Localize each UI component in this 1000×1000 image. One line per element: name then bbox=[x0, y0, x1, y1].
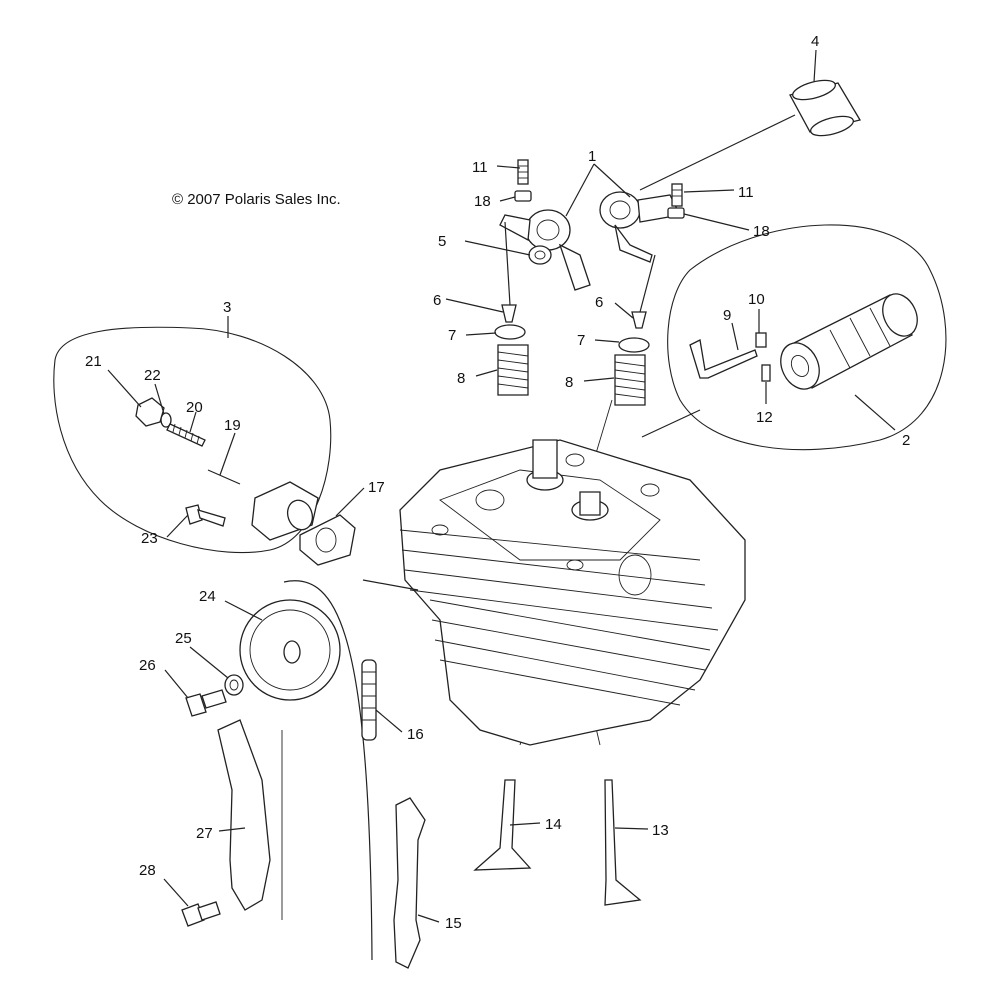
callout-21: 21 bbox=[85, 353, 102, 370]
tensioner-gasket bbox=[299, 514, 356, 566]
thrust-washer bbox=[528, 245, 552, 265]
camshaft-group-outline bbox=[667, 224, 947, 451]
callout-2: 2 bbox=[902, 432, 910, 449]
tensioner-blade bbox=[393, 797, 426, 969]
tensioner-spring bbox=[166, 423, 206, 447]
callout-22: 22 bbox=[144, 367, 161, 384]
callout-27: 27 bbox=[196, 825, 213, 842]
callout-10: 10 bbox=[748, 291, 765, 308]
chain-guide-bolt bbox=[181, 901, 221, 927]
spring-retainer-left bbox=[494, 324, 526, 340]
sprocket-bolt bbox=[185, 689, 227, 717]
rocker-shaft-pin bbox=[789, 79, 862, 137]
valve-spring-right bbox=[614, 354, 646, 406]
callout-4: 4 bbox=[811, 33, 819, 50]
callout-25: 25 bbox=[175, 630, 192, 647]
chain-guide bbox=[217, 719, 271, 911]
decompression-lever bbox=[689, 339, 758, 379]
decompression-spring bbox=[755, 332, 767, 348]
callout-14: 14 bbox=[545, 816, 562, 833]
valve-spring-left bbox=[497, 344, 529, 396]
callout-11-right: 11 bbox=[738, 184, 754, 201]
callout-20: 20 bbox=[186, 399, 203, 416]
callout-6-right: 6 bbox=[595, 294, 603, 311]
callout-26: 26 bbox=[139, 657, 156, 674]
tensioner-o-ring bbox=[160, 412, 172, 428]
rocker-arm-right bbox=[599, 191, 681, 263]
tensioner-body bbox=[251, 481, 319, 541]
callout-23: 23 bbox=[141, 530, 158, 547]
tensioner-bolt bbox=[185, 504, 226, 527]
callout-11-left: 11 bbox=[472, 159, 488, 176]
copyright-text: © 2007 Polaris Sales Inc. bbox=[172, 191, 341, 208]
cylinder-head bbox=[399, 439, 746, 746]
callout-24: 24 bbox=[199, 588, 216, 605]
callout-1: 1 bbox=[588, 148, 596, 165]
callout-17: 17 bbox=[368, 479, 385, 496]
exhaust-valve bbox=[473, 779, 532, 871]
adjusting-screw-left bbox=[517, 159, 529, 185]
callout-16: 16 bbox=[407, 726, 424, 743]
callout-19: 19 bbox=[224, 417, 241, 434]
valve-keeper-right bbox=[631, 311, 647, 329]
valve-keeper-left bbox=[501, 304, 517, 323]
callout-7-right: 7 bbox=[577, 332, 585, 349]
callout-9: 9 bbox=[723, 307, 731, 324]
callout-13: 13 bbox=[652, 822, 669, 839]
intake-valve bbox=[604, 779, 642, 906]
locknut-right bbox=[667, 207, 685, 219]
callout-12: 12 bbox=[756, 409, 773, 426]
callout-5: 5 bbox=[438, 233, 446, 250]
callouts: 1 2 3 4 5 6 6 7 7 8 8 9 10 11 11 12 13 1… bbox=[85, 33, 910, 932]
callout-7-left: 7 bbox=[448, 327, 456, 344]
callout-3: 3 bbox=[223, 299, 231, 316]
cam-chain bbox=[281, 580, 377, 961]
rocker-arm-left bbox=[499, 209, 591, 291]
tensioner-cap-bolt bbox=[135, 397, 165, 427]
adjusting-screw-right bbox=[671, 183, 683, 207]
spring-retainer-right bbox=[618, 337, 650, 353]
callout-15: 15 bbox=[445, 915, 462, 932]
tensioner-group-outline bbox=[53, 326, 332, 554]
cam-sprocket bbox=[239, 599, 341, 701]
leader-lines bbox=[107, 49, 896, 923]
camshaft bbox=[780, 293, 918, 390]
tensioner-rod bbox=[207, 469, 241, 485]
locknut-left bbox=[514, 190, 532, 202]
decompression-pin bbox=[761, 364, 771, 382]
callout-28: 28 bbox=[139, 862, 156, 879]
sprocket-washer bbox=[224, 674, 244, 696]
callout-8-right: 8 bbox=[565, 374, 573, 391]
callout-18-right: 18 bbox=[753, 223, 770, 240]
callout-6-left: 6 bbox=[433, 292, 441, 309]
callout-18-left: 18 bbox=[474, 193, 491, 210]
callout-8-left: 8 bbox=[457, 370, 465, 387]
